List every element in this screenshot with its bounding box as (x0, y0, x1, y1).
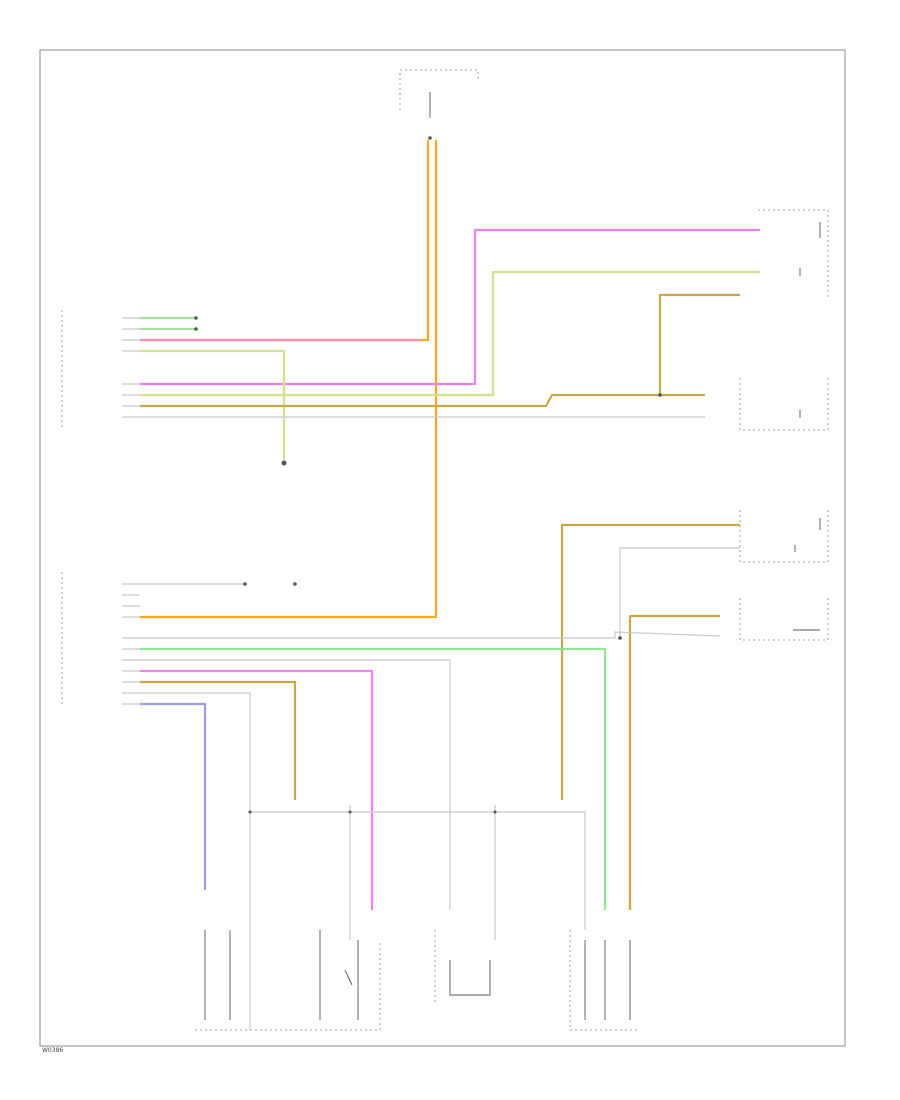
grey-wire-693 (140, 692, 251, 1030)
olive-wire-branch (658, 293, 740, 395)
splice-dot-icon (194, 316, 662, 814)
light-green-stubs (140, 316, 196, 331)
yellow-green-wire (140, 270, 760, 397)
orange-power-wire-1 (140, 140, 430, 342)
diagram-frame (39, 49, 846, 1047)
magenta-wire-lower (140, 669, 374, 910)
grey-bus (250, 811, 586, 930)
olive-wire-right-2 (628, 614, 720, 910)
grey-wire-lower (140, 659, 451, 910)
ground-icon (281, 460, 287, 466)
olive-wire-upper (140, 393, 705, 408)
switch-contact-icon (204, 222, 821, 1020)
blue-wire (140, 702, 207, 890)
orange-power-wire-2 (140, 140, 438, 619)
footer-code: W0386 (42, 1047, 63, 1054)
connector-pins (122, 317, 140, 705)
olive-wire-lower (140, 680, 297, 800)
magenta-wire-upper (140, 228, 760, 386)
green-wire (140, 647, 607, 910)
grey-wire-mid (140, 631, 721, 639)
fuse-block (399, 69, 479, 140)
module-outlines (61, 209, 829, 1031)
yellow-green-wire-2 (140, 349, 286, 460)
grey-wire-right (619, 547, 740, 638)
olive-wire-right (560, 523, 740, 800)
